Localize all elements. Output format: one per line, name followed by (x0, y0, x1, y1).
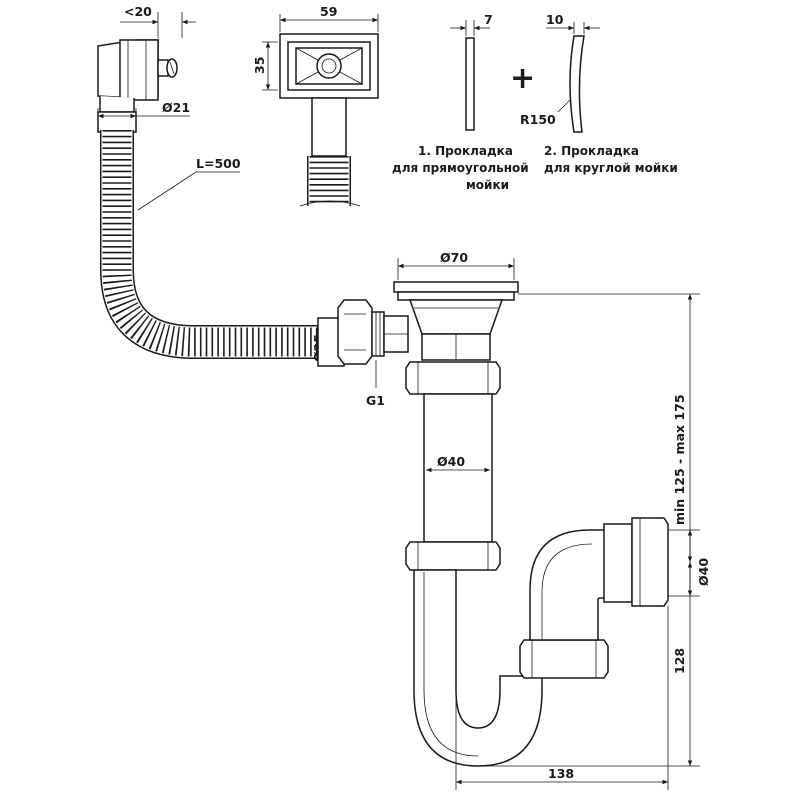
label-gasket-flat-thickness: 7 (484, 12, 493, 27)
dimension-overflow-pipe: Ø21 (97, 100, 190, 122)
dimension-grille-width: 59 (279, 4, 379, 32)
dimension-grille-height: 35 (252, 41, 278, 91)
label-drain-diameter: Ø70 (440, 250, 468, 265)
label-outlet-diameter: Ø40 (696, 558, 711, 586)
label-outlet-height: 128 (672, 648, 687, 674)
gasket-flat: 7 1. Прокладка для прямоугольной мойки (392, 12, 529, 192)
label-total-width: 138 (548, 766, 574, 781)
siphon-body (393, 281, 669, 767)
label-thread: G1 (366, 393, 385, 408)
dimension-total-width: 138 (455, 606, 669, 790)
dimension-outlet-height: 128 (478, 562, 700, 767)
overflow-grille (279, 33, 379, 207)
gasket-curved: 10 R150 2. Прокладка для круглой мойки (520, 12, 678, 175)
label-grille-width: 59 (320, 4, 337, 19)
plus-sign: + (510, 61, 535, 96)
caption-gasket-flat-2: для прямоугольной (392, 161, 529, 175)
dimension-drain: Ø70 (397, 250, 515, 280)
label-overflow-pipe-diameter: Ø21 (162, 100, 190, 115)
caption-gasket-flat-1: 1. Прокладка (418, 144, 513, 158)
dimension-tube: Ø40 (426, 454, 490, 473)
caption-gasket-curved-1: 2. Прокладка (544, 144, 639, 158)
label-gasket-curved-thickness: 10 (546, 12, 564, 27)
label-depth: <20 (124, 4, 152, 19)
dimension-outlet: Ø40 (668, 529, 711, 597)
label-hose-length: L=500 (196, 156, 241, 171)
caption-gasket-flat-3: мойки (466, 178, 509, 192)
label-grille-height: 35 (252, 57, 267, 74)
label-tube-diameter: Ø40 (437, 454, 465, 469)
hose-length-callout: L=500 (137, 156, 241, 211)
corrugated-hose (100, 130, 318, 359)
dimension-depth: <20 (120, 4, 196, 38)
overflow-unit (97, 39, 178, 133)
label-gasket-curved-radius: R150 (520, 112, 556, 127)
label-height-range: min 125 - max 175 (672, 394, 687, 525)
caption-gasket-curved-2: для круглой мойки (544, 161, 678, 175)
hose-connector: G1 (317, 299, 409, 408)
dimension-height: min 125 - max 175 (518, 293, 700, 562)
